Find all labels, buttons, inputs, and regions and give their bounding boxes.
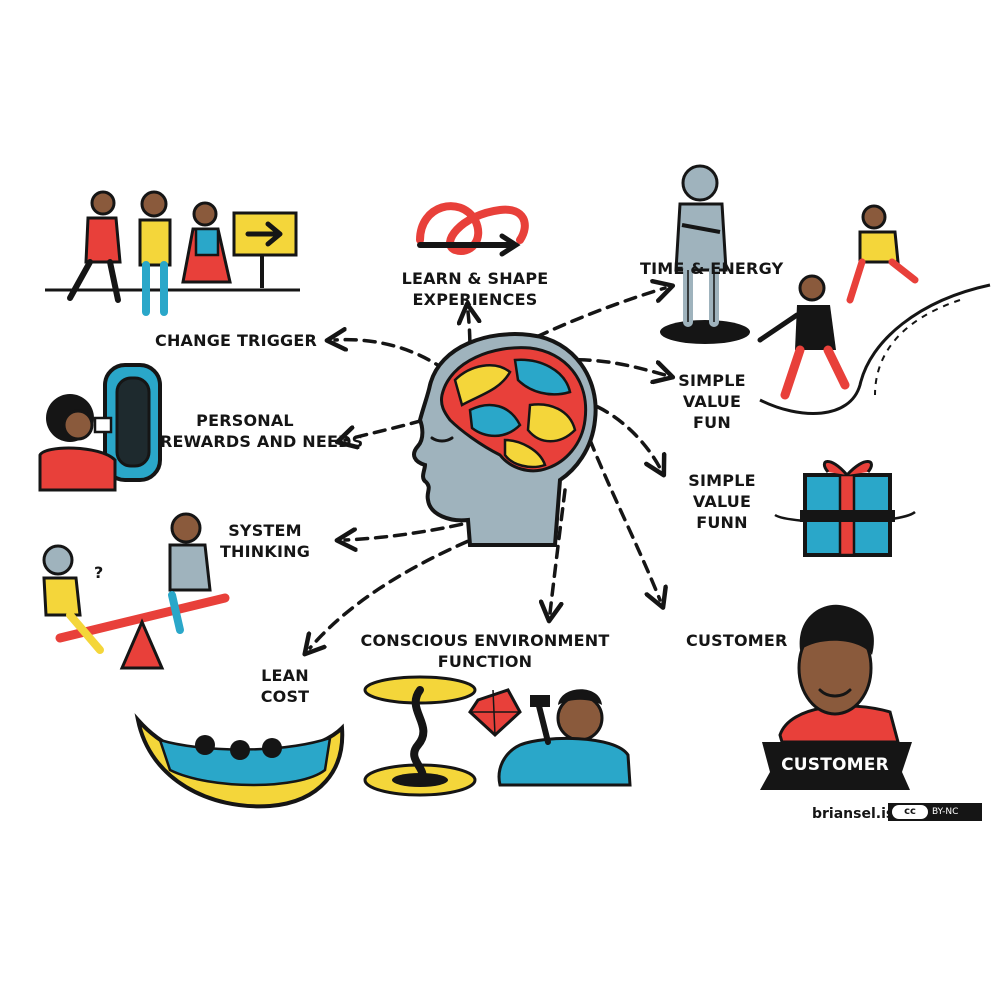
connector-change-trigger [335, 340, 447, 372]
label-change-trigger: CHANGE TRIGGER [155, 331, 318, 350]
label-line: EXPERIENCES [412, 290, 538, 309]
label-simple-value-fun: SIMPLE VALUE FUN [672, 370, 752, 433]
label-line: FUNN [696, 513, 748, 532]
gem-icon [468, 688, 522, 738]
label-line: CONSCIOUS ENVIRONMENT [360, 631, 610, 650]
license-badge: cc BY-NC [888, 803, 982, 821]
gift-box-icon [774, 460, 916, 557]
label-line: FUN [693, 413, 731, 432]
label-customer: CUSTOMER [686, 631, 788, 650]
license-terms: BY-NC [932, 807, 959, 817]
label-line: VALUE [692, 492, 752, 511]
brain-head-icon [412, 332, 598, 547]
label-line: SIMPLE [688, 471, 756, 490]
standing-man-icon [660, 164, 750, 344]
whirlpool-icon [363, 675, 477, 797]
loop-arrow-icon [416, 202, 529, 257]
connector-conscious-env [550, 488, 567, 613]
label-learn-shape: LEARN & SHAPE EXPERIENCES [400, 268, 550, 310]
connector-lean-cost [310, 518, 522, 648]
label-line: SIMPLE [678, 371, 746, 390]
connector-system-thinking [345, 518, 482, 540]
arrow-sign-icon [232, 211, 298, 288]
label-line: COST [260, 687, 310, 706]
label-line: VALUE [682, 392, 742, 411]
label-lean-cost: LEAN COST [250, 665, 320, 707]
credit-text: briansel.is [812, 806, 895, 822]
svg-text:?: ? [94, 563, 103, 582]
label-system-thinking: SYSTEM THINKING [205, 520, 325, 562]
label-line: LEAN [261, 666, 309, 685]
label-time-energy: TIME & ENERGY [640, 259, 784, 278]
person-drinking-icon [38, 363, 162, 492]
connector-customer [588, 438, 660, 600]
cc-icon: cc [892, 805, 928, 819]
man-with-hammer-icon [497, 689, 632, 787]
label-conscious-environment: CONSCIOUS ENVIRONMENT FUNCTION [355, 630, 615, 672]
label-simple-value-funn: SIMPLE VALUE FUNN [682, 470, 762, 533]
label-line: SYSTEM [228, 521, 302, 540]
walking-people-icon [45, 190, 300, 316]
label-line: PERSONAL [196, 411, 294, 430]
label-line: REWARDS AND NEEDS [160, 432, 364, 451]
label-line: FUNCTION [437, 652, 533, 671]
customer-portrait-icon [760, 604, 912, 790]
label-personal-rewards: PERSONAL REWARDS AND NEEDS [160, 410, 364, 452]
label-line: LEARN & SHAPE [401, 269, 549, 288]
running-people-icon [757, 204, 991, 415]
seesaw-icon: ? [42, 512, 230, 670]
customer-banner-text: CUSTOMER [781, 755, 889, 775]
label-line: THINKING [219, 542, 311, 561]
banana-boat-icon [134, 713, 345, 809]
